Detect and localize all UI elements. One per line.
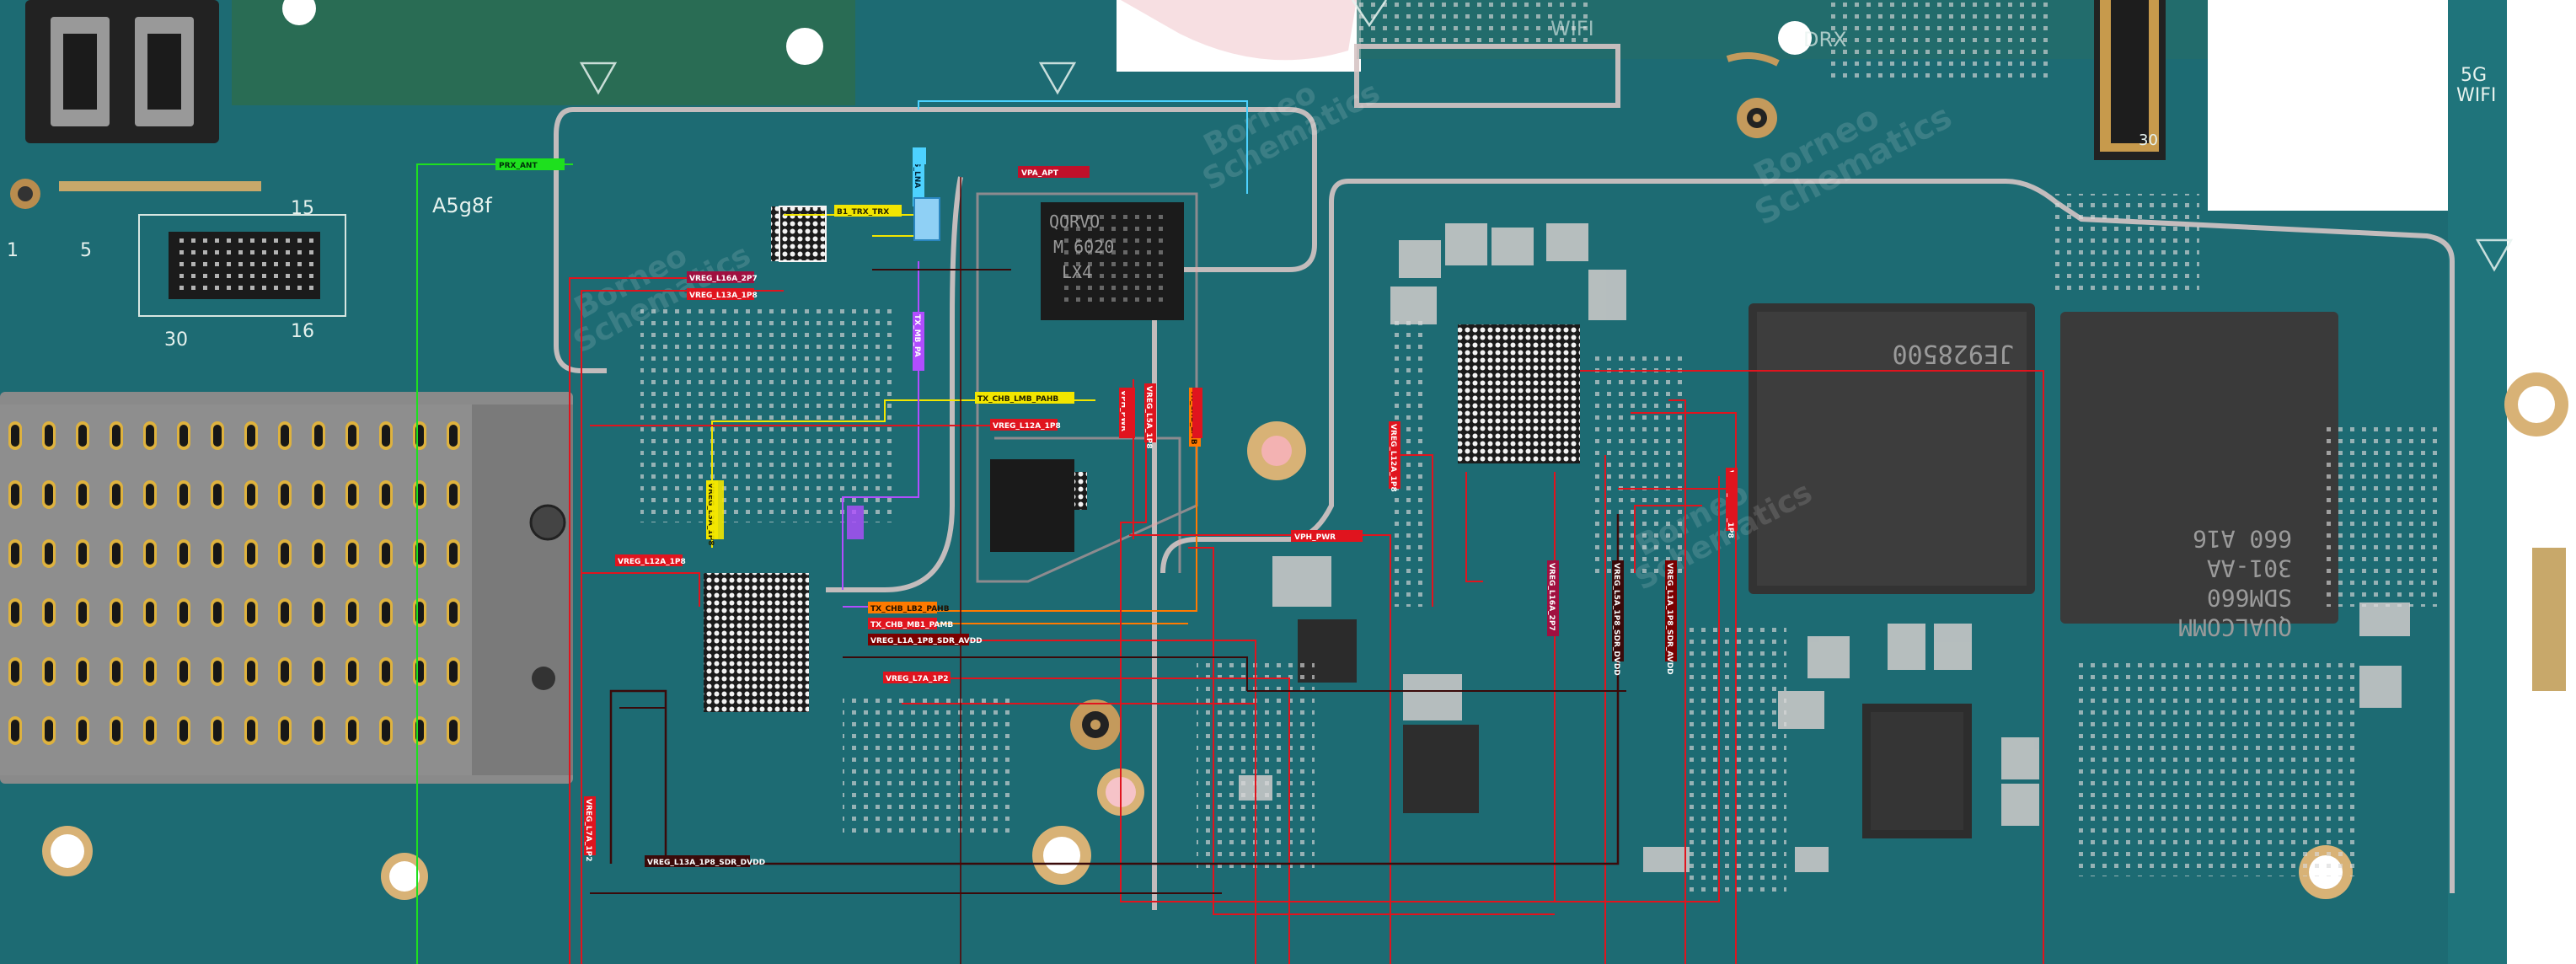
- label-tx-chb-mb1: TX_CHB_MB1_PAMB: [868, 618, 953, 629]
- silk-pin15: 15: [291, 198, 314, 219]
- memory-chip: [1749, 303, 2035, 594]
- svg-text:B1_TRX_TRX: B1_TRX_TRX: [837, 208, 889, 217]
- silk-5g: 5G: [2461, 65, 2487, 86]
- label-vreg-l13a-sdr: VREG_L13A_1P8_SDR_DVDD: [645, 855, 765, 867]
- edge-finger: [59, 181, 261, 191]
- svg-text:VREG_L16A_2P7: VREG_L16A_2P7: [1547, 563, 1556, 631]
- audio-chip: [1403, 725, 1479, 813]
- svg-text:VREG_L13A_1P8_SDR_DVDD: VREG_L13A_1P8_SDR_DVDD: [647, 859, 765, 867]
- top-left-connector: [25, 0, 219, 143]
- board-cutout-right: [2208, 0, 2461, 211]
- label-vreg-l16a: VREG_L16A_2P7: [687, 271, 758, 283]
- svg-text:VPH_PWR: VPH_PWR: [1119, 390, 1127, 431]
- svg-text:QORVO: QORVO: [1049, 212, 1100, 232]
- label-vreg-l7a: VREG_L7A_1P2: [883, 672, 951, 683]
- silk-pin5: 5: [80, 240, 92, 261]
- svg-text:VPA_APT: VPA_APT: [1021, 169, 1059, 178]
- silk-wifi-top: WIFI: [1550, 17, 1594, 40]
- logo-swoosh: [1121, 0, 1357, 61]
- rf-connectors: [1070, 52, 1780, 750]
- svg-text:660 A16: 660 A16: [2193, 525, 2292, 553]
- svg-text:PRX_ANT: PRX_ANT: [499, 162, 538, 170]
- pa-module: [1041, 202, 1184, 320]
- transceiver-bga: [704, 573, 809, 712]
- svg-text:VREG_L12A_1P8: VREG_L12A_1P8: [618, 558, 686, 566]
- label-vreg-l1a: VREG_L1A_1P8_SDR_AVDD: [868, 634, 983, 645]
- fpc-connector-right: [2094, 0, 2166, 160]
- label-prx-ant: PRX_ANT: [495, 158, 565, 170]
- silk-pin30-right: 30: [2139, 131, 2158, 149]
- svg-text:JE928500: JE928500: [1893, 339, 2015, 368]
- memory-marking: JE928500: [1893, 339, 2015, 368]
- label-vreg-l12a-left: VREG_L12A_1P8: [615, 554, 686, 566]
- svg-text:VREG_L3A_1P8: VREG_L3A_1P8: [706, 483, 715, 546]
- trace-cyan: [918, 100, 1248, 194]
- svg-text:VREG_L5A_1P8: VREG_L5A_1P8: [1144, 386, 1153, 449]
- svg-text:VREG_L7A_1P2: VREG_L7A_1P2: [886, 675, 949, 683]
- svg-text:VREG_L12A_1P8: VREG_L12A_1P8: [1389, 424, 1397, 492]
- silk-wifi: WIFI: [2456, 85, 2496, 106]
- svg-text:SDM660: SDM660: [2207, 584, 2292, 612]
- ground-pour-top: [232, 0, 855, 105]
- label-tx-chb-lb2: TX_CHB_LB2_PAHB: [868, 602, 950, 613]
- svg-text:VREG_L16A_2P7: VREG_L16A_2P7: [689, 275, 758, 283]
- label-vreg-l13a: VREG_L13A_1P8: [687, 288, 758, 300]
- test-points: [712, 147, 1738, 539]
- soc-chip: [2060, 312, 2338, 624]
- silk-drx: DRX: [1803, 28, 1847, 51]
- soc-marking: QUALCOMM SDM660 301-AA 660 A16: [2178, 525, 2292, 641]
- silk-pin30: 30: [164, 329, 188, 351]
- side-contact: [2532, 548, 2566, 691]
- pa-marking: QORVO M 6020 LX4: [1049, 212, 1114, 282]
- label-vph-pwr: VPH_PWR: [1291, 530, 1363, 542]
- svg-text:VREG_L1A_1P8_SDR_AVDD: VREG_L1A_1P8_SDR_AVDD: [870, 637, 983, 645]
- svg-text:VREG_L13A_1P8: VREG_L13A_1P8: [689, 292, 758, 300]
- passives: [1239, 223, 2410, 872]
- svg-text:VREG_L12A_1P8: VREG_L12A_1P8: [993, 422, 1061, 431]
- svg-text:TX_CHB_LB2_PAHB: TX_CHB_LB2_PAHB: [870, 605, 950, 613]
- svg-text:GPS_LNA: GPS_LNA: [913, 150, 921, 188]
- svg-text:M 6020: M 6020: [1053, 237, 1114, 257]
- net-labels: PRX_ANT VPA_APT B1_TRX_TRX VREG_L16A_2P7…: [495, 158, 1363, 867]
- svg-text:VPH_PWR: VPH_PWR: [1294, 533, 1336, 542]
- silk-pin1: 1: [7, 240, 19, 261]
- label-vpa-apt: VPA_APT: [1018, 166, 1090, 178]
- svg-text:TX_MB_PA: TX_MB_PA: [913, 314, 921, 357]
- switch-chip: [990, 459, 1074, 552]
- silk-a5g8f: A5g8f: [432, 194, 492, 217]
- svg-text:VREG_L7A_1P2: VREG_L7A_1P2: [584, 799, 592, 862]
- svg-text:LX4: LX4: [1062, 262, 1092, 282]
- pmic-bga: [1458, 324, 1580, 463]
- svg-text:TX_CHB_MB1_PAMB: TX_CHB_MB1_PAMB: [870, 621, 953, 629]
- svg-text:VREG_L1A_1P8_SDR_AVDD: VREG_L1A_1P8_SDR_AVDD: [1665, 563, 1674, 675]
- svg-text:301-AA: 301-AA: [2207, 554, 2292, 582]
- sim-tray: [0, 392, 573, 784]
- fpc-connector-left: [138, 214, 346, 317]
- label-vreg-l12a-top: VREG_L12A_1P8: [990, 419, 1061, 431]
- svg-text:QUALCOMM: QUALCOMM: [2178, 613, 2292, 641]
- silk-triangles: [579, 0, 2514, 272]
- silk-pin16: 16: [291, 321, 314, 342]
- svg-text:TX_CHB_LMB_PAHB: TX_CHB_LMB_PAHB: [977, 395, 1058, 404]
- label-tx-chb-lmb: TX_CHB_LMB_PAHB: [975, 392, 1074, 404]
- svg-text:VREG_L5A_1P8_SDR_DVDD: VREG_L5A_1P8_SDR_DVDD: [1612, 563, 1620, 676]
- label-b1-trx: B1_TRX_TRX: [834, 205, 902, 217]
